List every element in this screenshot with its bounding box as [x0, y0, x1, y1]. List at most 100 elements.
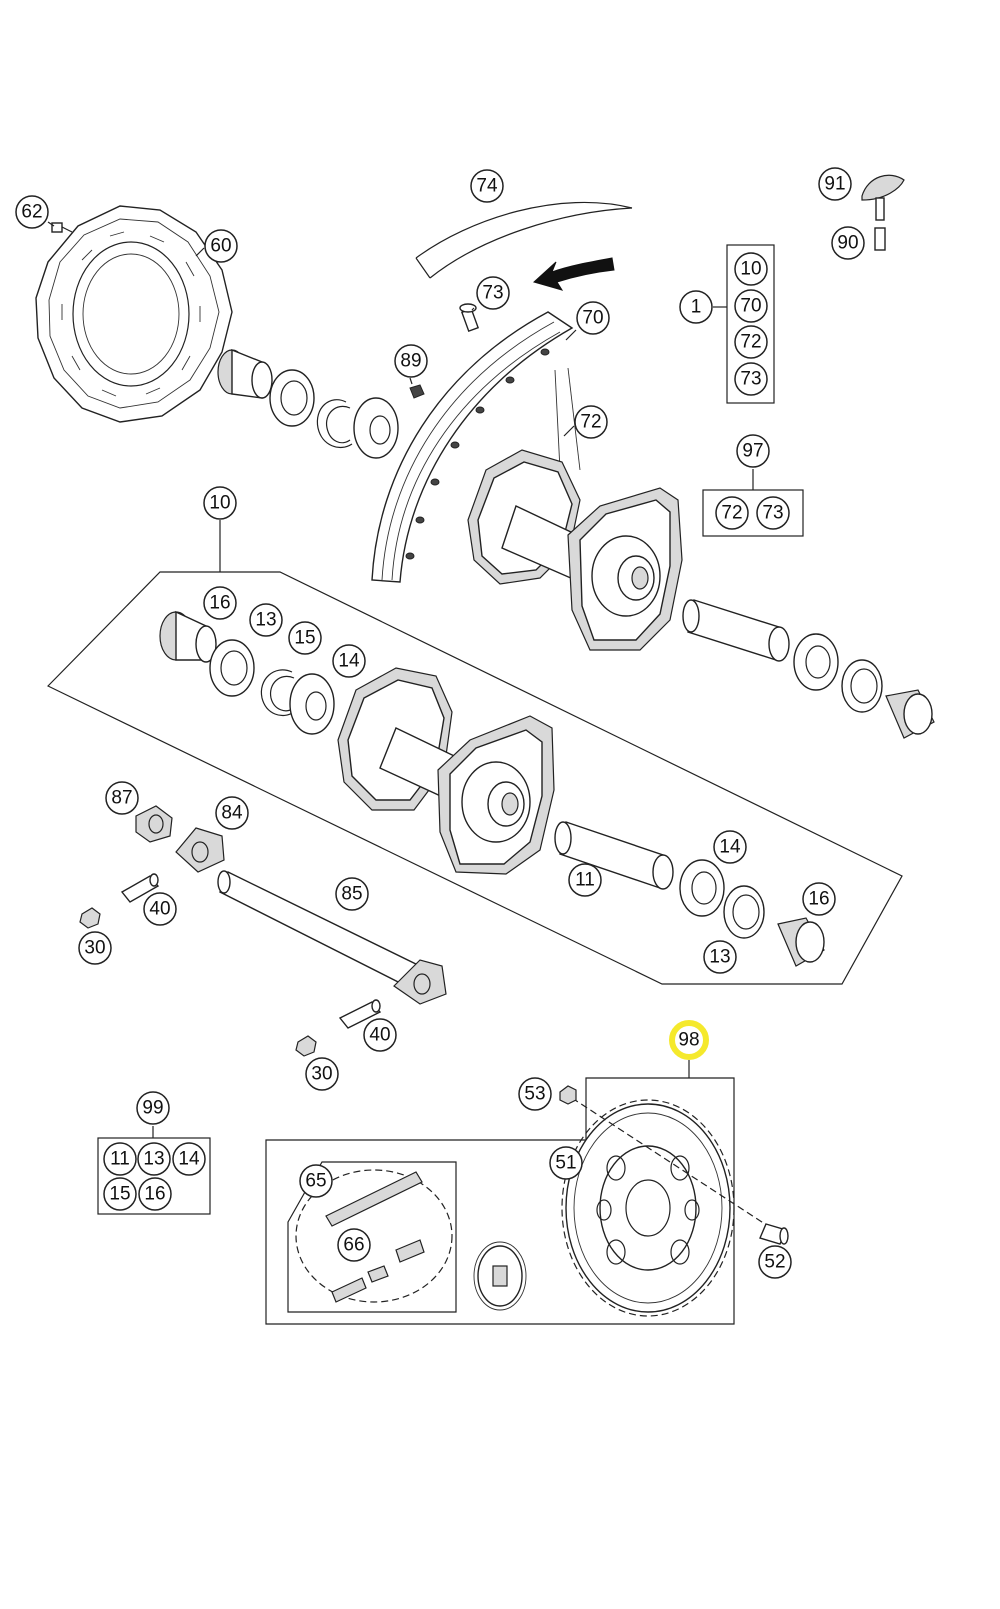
lower-spacer-right — [777, 917, 825, 967]
svg-text:10: 10 — [740, 259, 761, 280]
svg-text:65: 65 — [305, 1171, 326, 1192]
upper-seal-left — [269, 369, 315, 427]
lower-seal-right — [723, 885, 765, 939]
rear-sprocket — [561, 1099, 735, 1317]
callout-99[interactable]: 99 — [136, 1091, 170, 1125]
svg-text:40: 40 — [149, 899, 170, 920]
svg-text:91: 91 — [824, 174, 845, 195]
upper-bearing-right — [793, 633, 839, 691]
callout-group99-15[interactable]: 15 — [103, 1177, 137, 1211]
callout-66[interactable]: 66 — [337, 1228, 371, 1262]
chain — [295, 1169, 453, 1303]
callout-13-lower[interactable]: 13 — [703, 940, 737, 974]
svg-text:16: 16 — [144, 1184, 165, 1205]
rotation-arrow — [532, 257, 615, 291]
svg-text:13: 13 — [255, 610, 276, 631]
callout-30-upper[interactable]: 30 — [78, 931, 112, 965]
callout-group1-70[interactable]: 70 — [734, 289, 768, 323]
callout-51[interactable]: 51 — [549, 1146, 583, 1180]
callout-group1-73[interactable]: 73 — [734, 362, 768, 396]
front-sprocket — [473, 1241, 527, 1311]
callout-10[interactable]: 10 — [203, 486, 237, 520]
callout-85[interactable]: 85 — [335, 877, 369, 911]
callout-84[interactable]: 84 — [215, 796, 249, 830]
callout-53[interactable]: 53 — [518, 1077, 552, 1111]
callout-14-upper[interactable]: 14 — [332, 644, 366, 678]
lower-bearing-right — [679, 859, 725, 917]
svg-text:85: 85 — [341, 884, 362, 905]
callout-30-lower[interactable]: 30 — [305, 1057, 339, 1091]
callout-98-highlighted[interactable]: 98 — [669, 1020, 709, 1060]
adjuster-nut-upper — [79, 907, 101, 929]
master-link — [367, 1265, 389, 1283]
callout-14-lower[interactable]: 14 — [713, 830, 747, 864]
callout-70[interactable]: 70 — [576, 301, 610, 335]
callout-65[interactable]: 65 — [299, 1164, 333, 1198]
callout-13-upper[interactable]: 13 — [249, 603, 283, 637]
svg-text:66: 66 — [343, 1235, 364, 1256]
callout-73[interactable]: 73 — [476, 276, 510, 310]
callout-16-upper[interactable]: 16 — [203, 586, 237, 620]
callout-group99-13[interactable]: 13 — [137, 1142, 171, 1176]
callout-group97-72[interactable]: 72 — [715, 496, 749, 530]
callout-52[interactable]: 52 — [758, 1245, 792, 1279]
group-box-1 — [726, 244, 775, 404]
svg-text:60: 60 — [210, 236, 231, 257]
svg-text:73: 73 — [740, 369, 761, 390]
svg-text:16: 16 — [209, 593, 230, 614]
callout-group97-73[interactable]: 73 — [756, 496, 790, 530]
callout-60[interactable]: 60 — [204, 229, 238, 263]
svg-text:73: 73 — [482, 283, 503, 304]
spoke-nipple — [409, 384, 425, 399]
svg-text:72: 72 — [721, 503, 742, 524]
callout-15[interactable]: 15 — [288, 621, 322, 655]
callout-16-lower[interactable]: 16 — [802, 882, 836, 916]
callout-87[interactable]: 87 — [105, 781, 139, 815]
svg-text:53: 53 — [524, 1084, 545, 1105]
callout-group99-16[interactable]: 16 — [138, 1177, 172, 1211]
callout-90[interactable]: 90 — [831, 226, 865, 260]
svg-text:13: 13 — [709, 947, 730, 968]
callout-40-lower[interactable]: 40 — [363, 1018, 397, 1052]
callout-89[interactable]: 89 — [394, 344, 428, 378]
callout-72[interactable]: 72 — [574, 405, 608, 439]
svg-text:98: 98 — [678, 1030, 699, 1051]
callout-74[interactable]: 74 — [470, 169, 504, 203]
lower-spacer — [554, 821, 674, 890]
adjuster-bolt-lower — [338, 999, 382, 1029]
tire-segment — [415, 201, 633, 279]
axle — [217, 870, 425, 991]
svg-text:52: 52 — [764, 1252, 785, 1273]
upper-spacer-left — [217, 348, 273, 399]
callout-40-upper[interactable]: 40 — [143, 892, 177, 926]
svg-text:70: 70 — [740, 296, 761, 317]
callout-group99-14[interactable]: 14 — [172, 1142, 206, 1176]
upper-bearing-left — [353, 397, 399, 459]
svg-text:87: 87 — [111, 788, 132, 809]
callout-97[interactable]: 97 — [736, 434, 770, 468]
lower-spacer-left — [159, 610, 217, 663]
chain-adjuster-left — [175, 827, 225, 873]
valve — [459, 303, 480, 333]
lower-bearing-left — [289, 673, 335, 735]
callout-91[interactable]: 91 — [818, 167, 852, 201]
brake-disc — [35, 205, 233, 423]
callout-group99-11[interactable]: 11 — [103, 1142, 137, 1176]
callout-1[interactable]: 1 — [679, 290, 713, 324]
callout-group1-10[interactable]: 10 — [734, 252, 768, 286]
svg-text:30: 30 — [311, 1064, 332, 1085]
svg-text:14: 14 — [338, 651, 360, 672]
disc-bolt — [51, 222, 73, 233]
callout-group1-72[interactable]: 72 — [734, 325, 768, 359]
lower-hub — [337, 667, 555, 875]
svg-text:99: 99 — [142, 1098, 163, 1119]
svg-text:10: 10 — [209, 493, 230, 514]
svg-text:11: 11 — [575, 870, 595, 891]
svg-text:1: 1 — [691, 297, 702, 318]
svg-text:90: 90 — [837, 233, 858, 254]
callout-11[interactable]: 11 — [568, 863, 602, 897]
callout-62[interactable]: 62 — [15, 195, 49, 229]
svg-text:62: 62 — [21, 202, 42, 223]
svg-text:89: 89 — [400, 351, 421, 372]
